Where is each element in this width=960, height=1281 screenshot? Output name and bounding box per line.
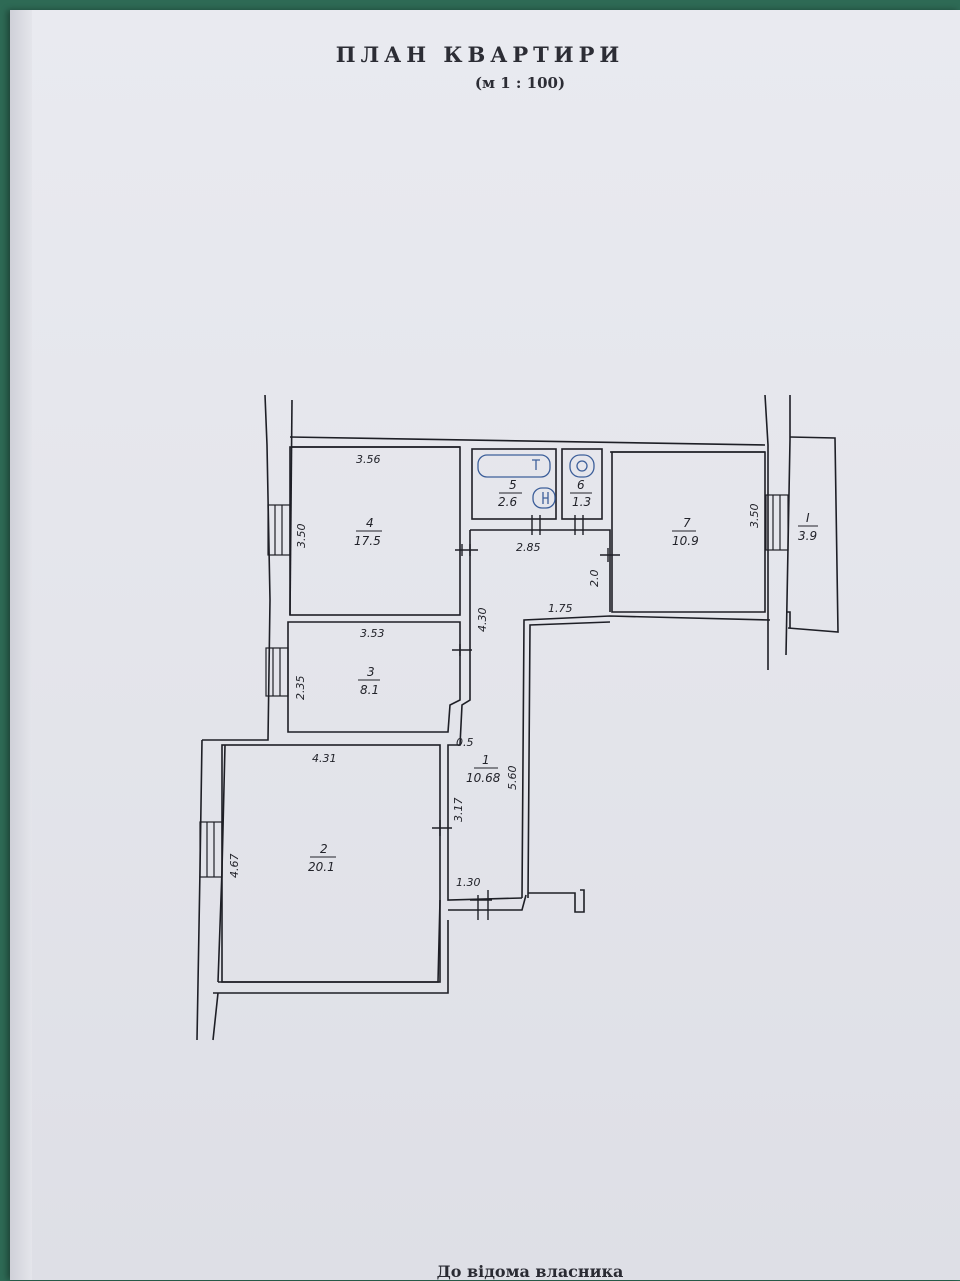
door-room-4: [455, 544, 478, 556]
window-room-7: [765, 494, 789, 551]
room-4-area: 17.5: [354, 534, 381, 548]
room-7-number: 7: [683, 516, 691, 530]
footer-note: До відома власника: [436, 1262, 624, 1281]
door-room-3: [452, 644, 472, 656]
dim-room3-depth: 2.35: [294, 676, 307, 701]
room-2-area: 20.1: [308, 860, 335, 874]
page-edge: [10, 10, 32, 1280]
balcony: [787, 436, 839, 633]
entrance-wall: [448, 889, 585, 913]
bathtub-icon: [477, 454, 551, 478]
room-3-area: 8.1: [360, 683, 379, 697]
entrance-door: [470, 890, 492, 920]
dim-room4-width: 3.56: [356, 453, 381, 466]
sink-tap-icon: [542, 492, 549, 504]
dim-room2-width: 4.31: [312, 752, 337, 765]
room-3-outline: [287, 621, 461, 733]
window-room-3: [265, 647, 289, 697]
paper-sheet: [10, 10, 960, 1280]
toilet-icon: [569, 454, 595, 478]
balcony-area: 3.9: [798, 529, 817, 543]
room-6-outline: [561, 448, 603, 520]
door-room-7: [600, 548, 620, 562]
room-1-number: 1: [482, 753, 490, 767]
toilet-bowl-icon: [576, 460, 588, 472]
room-5-outline: [471, 448, 557, 520]
right-upper-wall: [764, 394, 791, 670]
window-room-4: [267, 504, 291, 556]
outer-wall-top: [289, 436, 766, 446]
dim-room2-depth: 4.67: [228, 854, 241, 879]
room-7-area: 10.9: [672, 534, 699, 548]
corridor-left-wall: [447, 530, 523, 901]
room-1-area: 10.68: [466, 771, 501, 785]
outer-wall-left-stub: [202, 394, 271, 741]
room-6-number: 6: [577, 478, 585, 492]
door-room-5: [531, 515, 541, 535]
door-room-6: [574, 515, 584, 535]
dim-room3-width: 3.53: [360, 627, 385, 640]
dim-room4-depth: 3.50: [295, 524, 308, 549]
left-wall-bottom-inner: [212, 744, 226, 1041]
dim-room2-door-side: 3.17: [452, 798, 465, 823]
dim-corridor-step: 2.0: [588, 570, 601, 588]
dim-entrance-width: 1.30: [456, 876, 481, 889]
corridor-top-wall: [470, 529, 611, 612]
plan-scale: (м 1 : 100): [474, 74, 566, 92]
bottom-wall: [213, 899, 449, 994]
room-5-area: 2.6: [498, 495, 517, 509]
dim-corridor-length: 5.60: [506, 766, 519, 791]
faucet-icon: [532, 459, 540, 470]
plan-title: ПЛАН КВАРТИРИ: [335, 42, 625, 67]
corridor-right-wall: [521, 615, 771, 899]
room-5-number: 5: [509, 478, 517, 492]
dim-corridor-width-mid: 1.75: [548, 602, 573, 615]
room-7-outline: [611, 451, 766, 613]
left-wall-bottom: [196, 739, 203, 1041]
door-room-2: [432, 820, 452, 836]
room-2-number: 2: [320, 842, 328, 856]
balcony-number: I: [806, 511, 810, 525]
dim-corridor-offset: 0.5: [456, 736, 474, 749]
dim-room7-depth: 3.50: [748, 504, 761, 529]
dim-corridor-width-top: 2.85: [516, 541, 541, 554]
room-6-area: 1.3: [572, 495, 591, 509]
corridor-outer-right: [527, 621, 611, 899]
dim-corridor-height: 4.30: [476, 608, 489, 633]
room-4-number: 4: [366, 516, 374, 530]
sink-icon: [532, 487, 556, 509]
balcony-inner: [786, 611, 791, 628]
window-room-2: [199, 821, 223, 878]
room-3-number: 3: [367, 665, 375, 679]
